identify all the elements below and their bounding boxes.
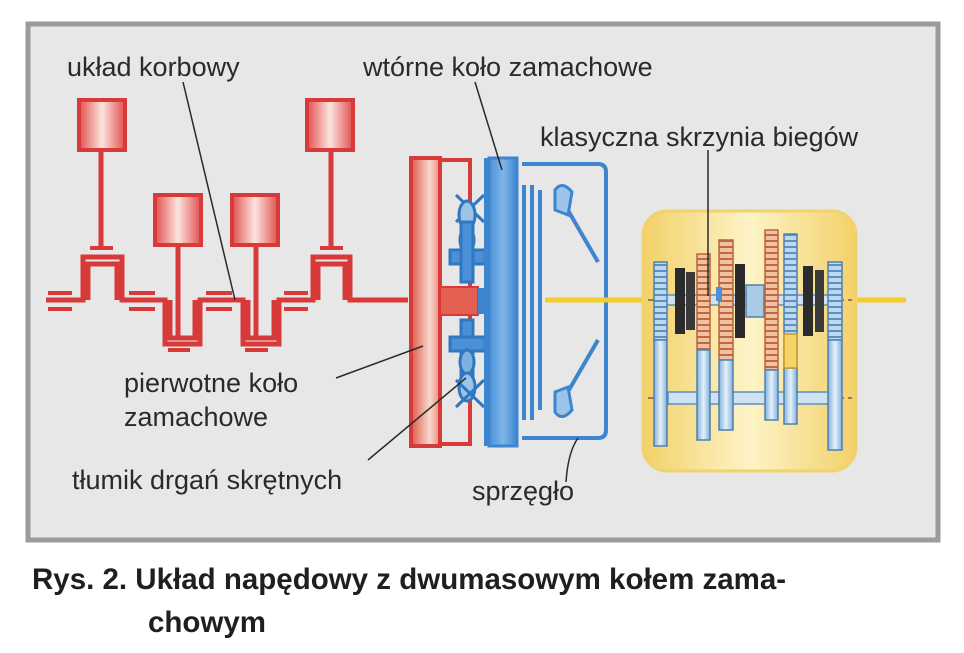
pistons: [77, 98, 355, 247]
torsional-damper: [448, 193, 487, 409]
gear: [653, 339, 668, 447]
piston: [77, 98, 127, 152]
crank-system: [46, 150, 408, 347]
leader-lines: [182, 81, 709, 483]
gear: [686, 272, 695, 330]
label-gearbox: klasyczna skrzynia biegów: [540, 122, 859, 152]
gear: [718, 359, 734, 431]
piston: [305, 98, 355, 152]
gear: [675, 268, 685, 334]
gearbox: [641, 209, 858, 473]
gear: [764, 369, 779, 421]
primary-flywheel: [409, 156, 479, 448]
secondary-flywheel: [478, 156, 519, 448]
piston: [153, 193, 203, 247]
caption-line-1: Rys. 2. Układ napędowy z dwumasowym kołe…: [32, 563, 787, 596]
gear: [783, 367, 798, 425]
drivetrain-diagram: układ korbowy wtórne koło zamachowe klas…: [25, 21, 941, 543]
label-crank: układ korbowy: [67, 52, 240, 82]
label-clutch: sprzęgło: [472, 476, 574, 506]
caption-line-2: chowym: [148, 606, 267, 639]
gear: [815, 270, 824, 332]
label-primary-flywheel-line1: pierwotne koło: [124, 368, 298, 398]
label-damper: tłumik drgań skrętnych: [72, 465, 342, 495]
piston: [230, 193, 280, 247]
crank-bearings: [48, 246, 343, 352]
gear: [764, 229, 779, 371]
gear: [803, 266, 813, 336]
figure-caption: Rys. 2. Układ napędowy z dwumasowym kołe…: [32, 558, 952, 644]
gear: [696, 349, 711, 441]
clutch: [522, 162, 608, 440]
label-secondary-flywheel: wtórne koło zamachowe: [362, 52, 653, 82]
label-primary-flywheel-line2: zamachowe: [124, 402, 268, 432]
gear: [653, 261, 668, 341]
gear: [735, 264, 745, 338]
gear: [827, 339, 843, 451]
gear: [827, 261, 843, 341]
gear: [745, 284, 765, 318]
